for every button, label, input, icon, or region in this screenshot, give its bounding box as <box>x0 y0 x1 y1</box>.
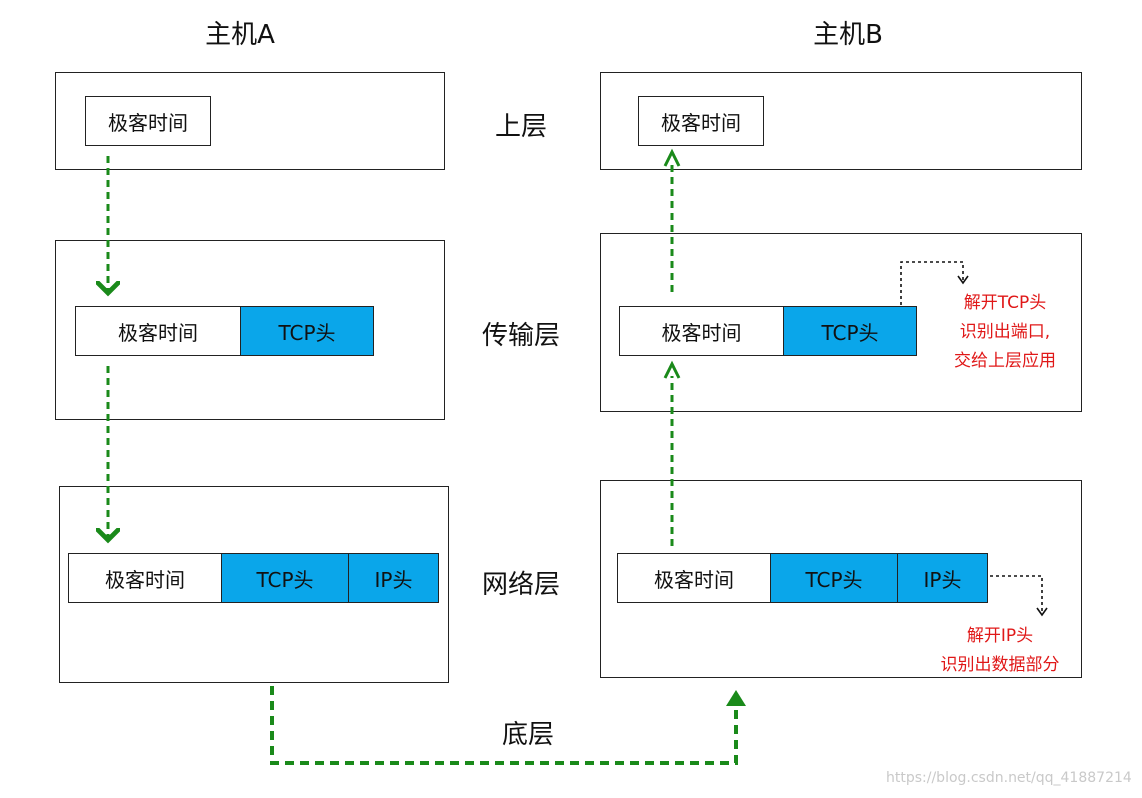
host-b-title: 主机B <box>813 20 883 50</box>
note-line: 解开TCP头 <box>963 293 1047 313</box>
arrow-bottom-link <box>270 686 738 765</box>
data-segment: 极客时间 <box>661 320 742 345</box>
host-b-upper-packet: 极客时间 <box>638 96 764 146</box>
data-segment: 极客时间 <box>654 567 734 592</box>
note-line: 解开IP头 <box>966 626 1034 646</box>
host-a-upper-box <box>55 72 445 170</box>
ip-header-segment: IP头 <box>897 554 987 602</box>
host-a-network-packet: 极客时间 TCP头 IP头 <box>68 553 439 603</box>
arrow-ip-unwrap-head <box>1036 607 1048 617</box>
host-a-transport-packet: 极客时间 TCP头 <box>75 306 374 356</box>
note-line: 交给上层应用 <box>954 351 1056 371</box>
watermark: https://blog.csdn.net/qq_41887214 <box>886 770 1132 786</box>
tcp-header-segment: TCP头 <box>221 554 348 602</box>
note-line: 识别出数据部分 <box>940 655 1060 675</box>
data-segment: 极客时间 <box>108 110 188 135</box>
layer-label-upper: 上层 <box>494 112 547 142</box>
arrow-tcp-unwrap-head <box>957 275 969 285</box>
layer-label-bottom: 底层 <box>501 720 554 750</box>
layer-label-network: 网络层 <box>481 570 560 600</box>
arrow-bottom-link-head <box>726 690 746 706</box>
host-b-transport-packet: 极客时间 TCP头 <box>619 306 917 356</box>
arrow-tcp-unwrap <box>900 261 964 305</box>
ip-unwrap-note: 解开IP头 识别出数据部分 <box>920 622 1080 680</box>
tcp-header-segment: TCP头 <box>240 307 373 355</box>
tcp-header-segment: TCP头 <box>783 307 916 355</box>
arrow-b-transport-to-upper-head <box>663 148 681 167</box>
note-line: 识别出端口, <box>959 322 1051 342</box>
data-segment: 极客时间 <box>661 110 741 135</box>
ip-header-segment: IP头 <box>348 554 438 602</box>
data-segment: 极客时间 <box>105 567 185 592</box>
host-a-upper-packet: 极客时间 <box>85 96 211 146</box>
host-a-title: 主机A <box>205 20 275 50</box>
tcp-header-segment: TCP头 <box>770 554 897 602</box>
tcp-unwrap-note: 解开TCP头 识别出端口, 交给上层应用 <box>930 289 1080 376</box>
host-b-network-packet: 极客时间 TCP头 IP头 <box>617 553 988 603</box>
data-segment: 极客时间 <box>118 320 198 345</box>
arrow-ip-unwrap <box>990 575 1043 612</box>
arrow-b-network-to-transport-head <box>663 360 681 379</box>
layer-label-transport: 传输层 <box>481 321 560 351</box>
